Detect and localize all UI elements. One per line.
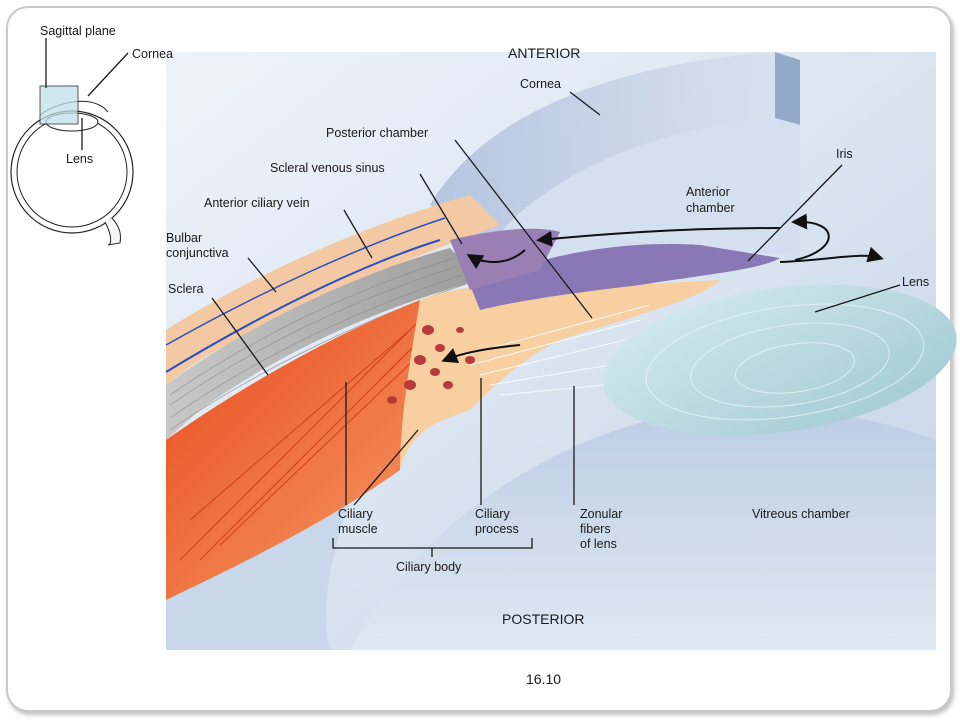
inset-sagittal-plane-box (39, 85, 79, 125)
iris-root-shape (450, 228, 560, 290)
label-ciliary-muscle-2: muscle (338, 522, 378, 536)
zonular-fibers (464, 304, 651, 396)
label-posterior-chamber: Posterior chamber (326, 126, 428, 140)
flow-arrow-process (441, 344, 521, 363)
label-zonular-2: fibers (580, 522, 611, 536)
label-ciliary-muscle-1: Ciliary (338, 507, 373, 521)
figure-number: 16.10 (526, 671, 561, 687)
label-bulbar-conjunctiva-2: conjunctiva (166, 246, 229, 260)
label-anterior-chamber-1: Anterior (686, 185, 730, 199)
label-vitreous-chamber: Vitreous chamber (752, 507, 850, 521)
label-inset-lens: Lens (66, 152, 93, 166)
label-inset-sagittal-plane: Sagittal plane (40, 24, 116, 38)
label-inset-cornea: Cornea (132, 47, 173, 61)
main-illustration (165, 52, 957, 650)
inset-eye-inner (16, 116, 128, 228)
inset-optic-nerve (104, 217, 121, 246)
sclera-band (166, 248, 480, 440)
label-zonular-1: Zonular (580, 507, 622, 521)
flow-arrow-lens (779, 246, 884, 263)
label-posterior: POSTERIOR (502, 611, 584, 627)
ciliary-process-shape (400, 280, 720, 470)
label-cornea: Cornea (520, 77, 561, 91)
ciliary-vessels (387, 325, 475, 404)
vein-line-2 (165, 217, 446, 346)
flow-arrow-anterior (536, 227, 781, 247)
label-anterior-chamber-2: chamber (686, 201, 735, 215)
labels: Sagittal plane Cornea Lens ANTERIOR Corn… (40, 24, 929, 687)
vein-line-1 (165, 239, 441, 373)
inset-eye (10, 85, 134, 246)
lens-shape (603, 284, 957, 436)
leader-lines (45, 38, 901, 557)
label-ciliary-process-1: Ciliary (475, 507, 510, 521)
label-ciliary-process-2: process (475, 522, 519, 536)
label-scleral-venous-sinus: Scleral venous sinus (270, 161, 385, 175)
vitreous-chamber (350, 407, 936, 650)
label-anterior: ANTERIOR (508, 45, 580, 61)
cornea-section-edge (775, 52, 800, 125)
label-anterior-ciliary-vein: Anterior ciliary vein (204, 196, 310, 210)
label-zonular-3: of lens (580, 537, 617, 551)
label-bulbar-conjunctiva-1: Bulbar (166, 231, 202, 245)
label-lens: Lens (902, 275, 929, 289)
label-iris: Iris (836, 147, 853, 161)
flow-arrow-curl (791, 213, 830, 261)
flow-arrow-sinus (466, 249, 526, 270)
cornea-shape (430, 52, 775, 245)
label-ciliary-body: Ciliary body (396, 560, 462, 574)
ciliary-muscle-shape (166, 300, 470, 600)
label-sclera: Sclera (168, 282, 203, 296)
